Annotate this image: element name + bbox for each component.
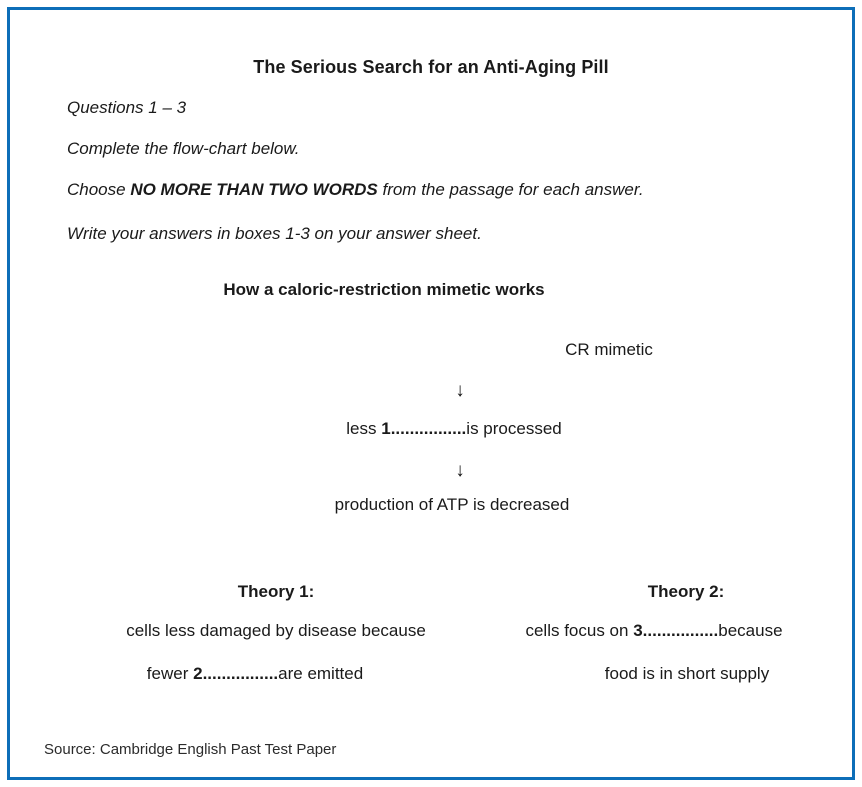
answer-blank-2-number: 2 bbox=[193, 664, 203, 683]
theory-1-line-2-suffix: are emitted bbox=[278, 664, 364, 683]
theory-1-heading: Theory 1: bbox=[237, 582, 315, 601]
theory-2-line-2: food is in short supply bbox=[604, 664, 770, 683]
instruction-word-limit-suffix: from the passage for each answer. bbox=[377, 180, 644, 199]
node-1-prefix: less bbox=[346, 419, 382, 438]
answer-blank-3-number: 3 bbox=[633, 621, 643, 640]
question-range-label: Questions 1 – 3 bbox=[67, 98, 187, 117]
theory-2-line-1: cells focus on 3................because bbox=[525, 621, 782, 641]
source-attribution: Source: Cambridge English Past Test Pape… bbox=[44, 741, 337, 758]
node-1-suffix: is processed bbox=[466, 419, 562, 438]
down-arrow-icon: ↓ bbox=[455, 460, 465, 481]
document-body: The Serious Search for an Anti-Aging Pil… bbox=[10, 10, 852, 777]
flowchart-node-cr-mimetic: CR mimetic bbox=[565, 340, 653, 359]
answer-blank-2-dots: ................ bbox=[202, 664, 279, 683]
instruction-complete-flowchart: Complete the flow-chart below. bbox=[67, 139, 300, 158]
document-frame: The Serious Search for an Anti-Aging Pil… bbox=[7, 7, 855, 780]
instruction-word-limit: Choose NO MORE THAN TWO WORDS from the p… bbox=[67, 180, 644, 200]
theory-2-line-1-suffix: because bbox=[718, 621, 783, 640]
instruction-answer-sheet: Write your answers in boxes 1-3 on your … bbox=[67, 224, 482, 243]
theory-1-line-2: fewer 2................are emitted bbox=[147, 664, 363, 684]
instruction-word-limit-emphasis: NO MORE THAN TWO WORDS bbox=[130, 180, 378, 199]
theory-1-line-1: cells less damaged by disease because bbox=[126, 621, 426, 640]
flowchart-node-atp: production of ATP is decreased bbox=[334, 495, 570, 514]
flowchart-node-blank-1: less 1................is processed bbox=[346, 419, 561, 439]
down-arrow-icon: ↓ bbox=[455, 380, 465, 401]
answer-blank-3-dots: ................ bbox=[642, 621, 719, 640]
page-title: The Serious Search for an Anti-Aging Pil… bbox=[253, 57, 609, 77]
flowchart-heading: How a caloric-restriction mimetic works bbox=[223, 280, 545, 299]
answer-blank-1-number: 1 bbox=[381, 419, 391, 438]
theory-2-heading: Theory 2: bbox=[647, 582, 725, 601]
instruction-word-limit-prefix: Choose bbox=[67, 180, 131, 199]
answer-blank-1-dots: ................ bbox=[390, 419, 467, 438]
theory-1-line-2-prefix: fewer bbox=[146, 664, 194, 683]
theory-2-line-1-prefix: cells focus on bbox=[525, 621, 634, 640]
